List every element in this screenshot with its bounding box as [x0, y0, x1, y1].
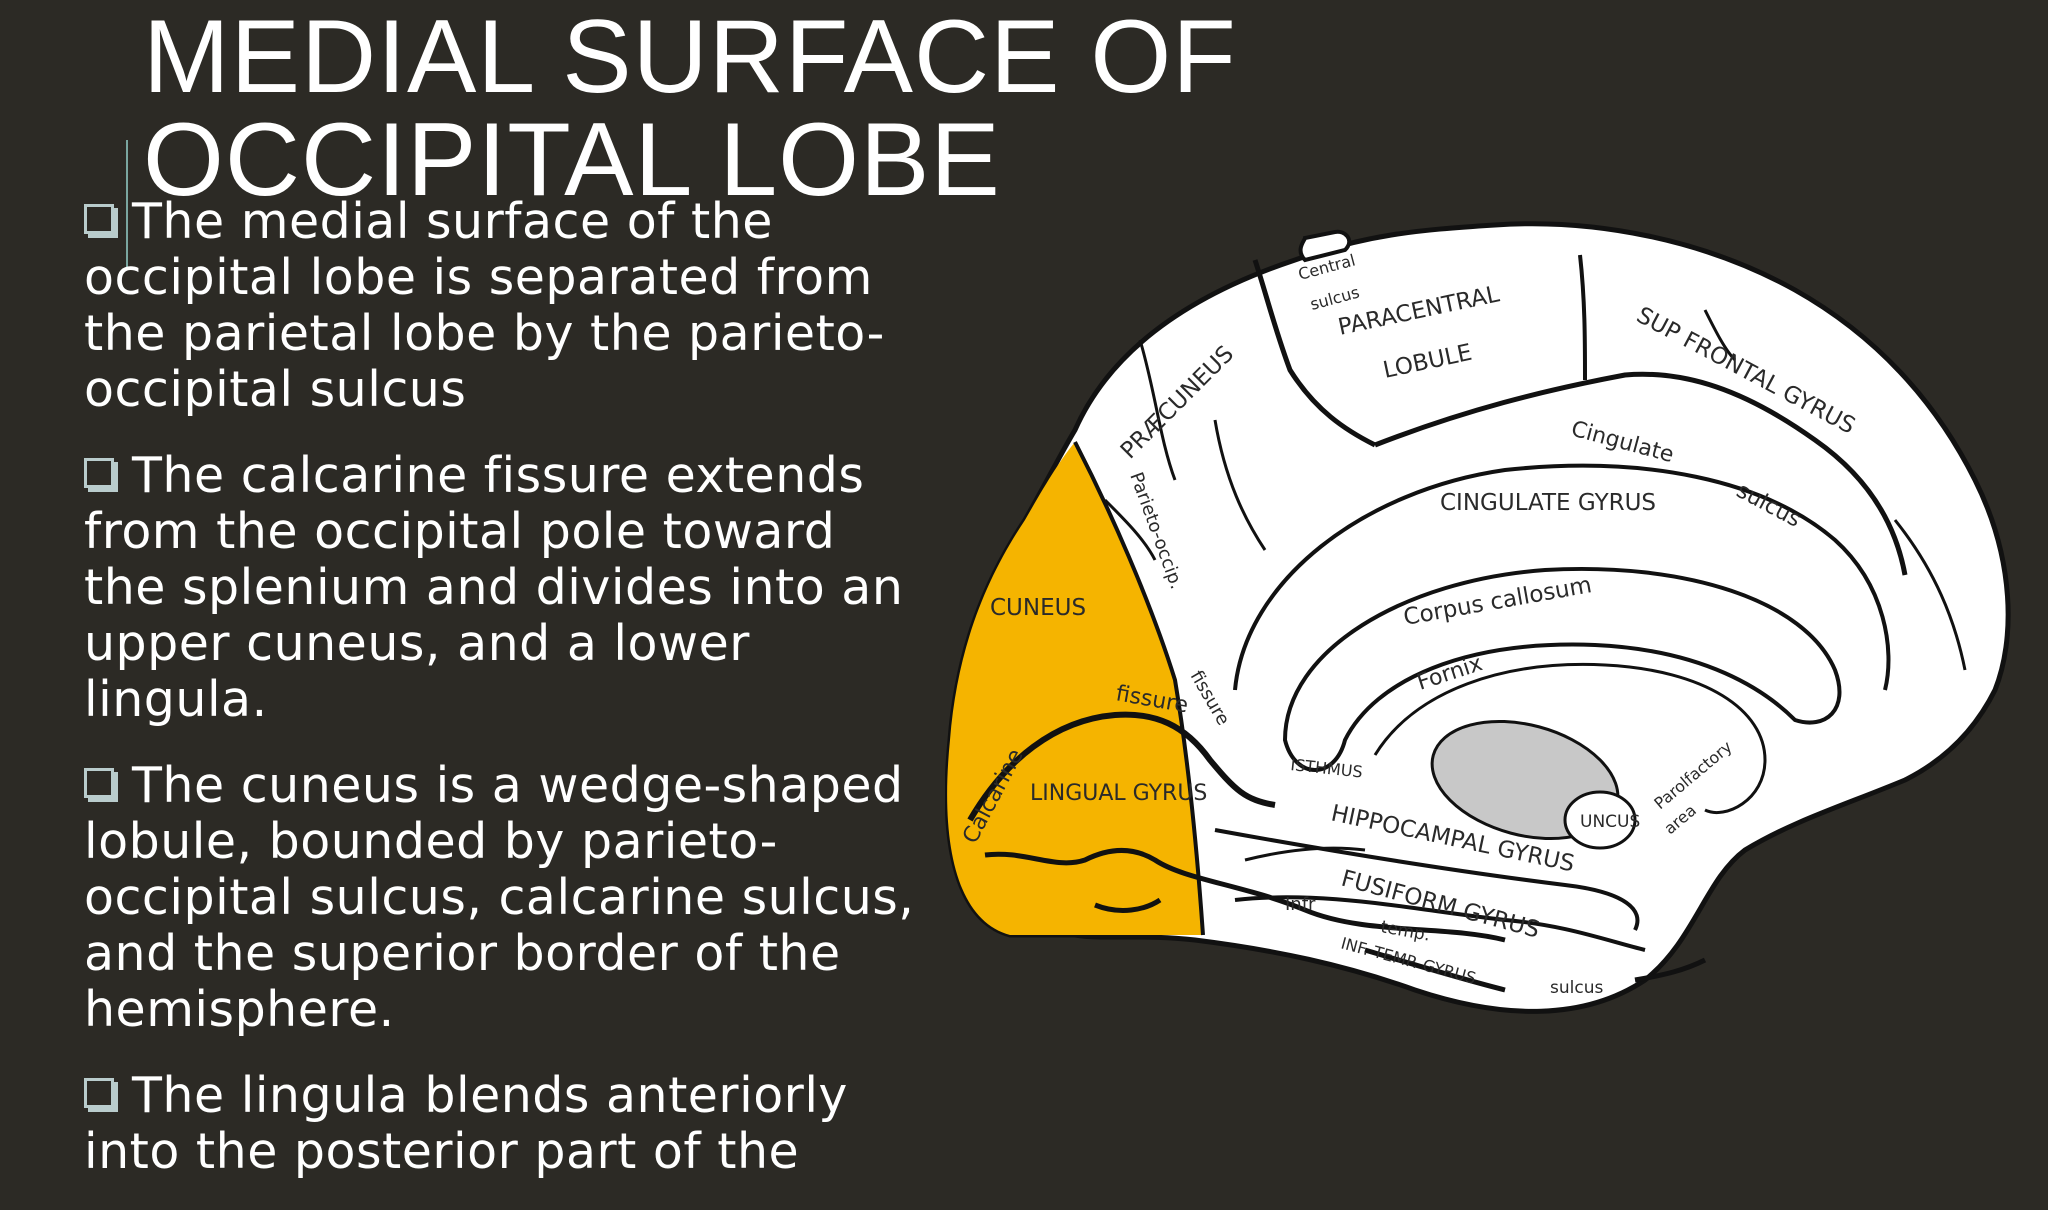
bullet-text: The cuneus is a wedge-shaped lobule, bou… [84, 757, 915, 1038]
checkbox-bullet-icon [84, 1078, 118, 1112]
checkbox-bullet-icon [84, 458, 118, 492]
slide-title: MEDIAL SURFACE OF OCCIPITAL LOBE [143, 5, 1237, 212]
bullet-text: The calcarine fissure extends from the o… [84, 447, 904, 728]
bullet-item-4: The lingula blends anteriorly into the p… [72, 1068, 932, 1180]
paracentral-border [1374, 371, 1908, 576]
bullet-item-3: The cuneus is a wedge-shaped lobule, bou… [72, 758, 932, 1038]
brain-medial-surface-diagram: Central sulcus PARACENTRAL LOBULE SUP FR… [945, 221, 2011, 1014]
label-cuneus: CUNEUS [990, 595, 1086, 621]
title-accent-line [126, 140, 128, 270]
cingulate-sulcus [1233, 463, 1891, 691]
fornix-arc [1373, 662, 1767, 815]
label-infr: Infr [1285, 894, 1316, 915]
label-lingual-gyrus: LINGUAL GYRUS [1030, 781, 1207, 806]
title-line-1: MEDIAL SURFACE OF [143, 0, 1237, 115]
bullet-text: The lingula blends anteriorly into the p… [84, 1067, 848, 1180]
bullet-text: The medial surface of the occipital lobe… [84, 193, 885, 418]
occipital-lobe-highlight [947, 442, 1203, 935]
label-uncus: UNCUS [1580, 812, 1640, 832]
title-line-2: OCCIPITAL LOBE [143, 102, 1001, 218]
bullet-list: The medial surface of the occipital lobe… [72, 194, 932, 1210]
calcarine-fissure [967, 711, 1276, 822]
bullet-item-1: The medial surface of the occipital lobe… [72, 194, 932, 418]
uncus-outline [1563, 790, 1637, 850]
label-cingulate-gyrus: CINGULATE GYRUS [1440, 490, 1656, 516]
lingual-lower-border [984, 848, 1506, 943]
label-sulcus-bottom: sulcus [1550, 978, 1603, 998]
checkbox-bullet-icon [84, 768, 118, 802]
central-sulcus [1252, 259, 1377, 448]
parieto-occipital-sulcus [1073, 441, 1205, 936]
corpus-callosum-outline [1282, 566, 1842, 772]
bullet-item-2: The calcarine fissure extends from the o… [72, 448, 932, 728]
checkbox-bullet-icon [84, 204, 118, 238]
